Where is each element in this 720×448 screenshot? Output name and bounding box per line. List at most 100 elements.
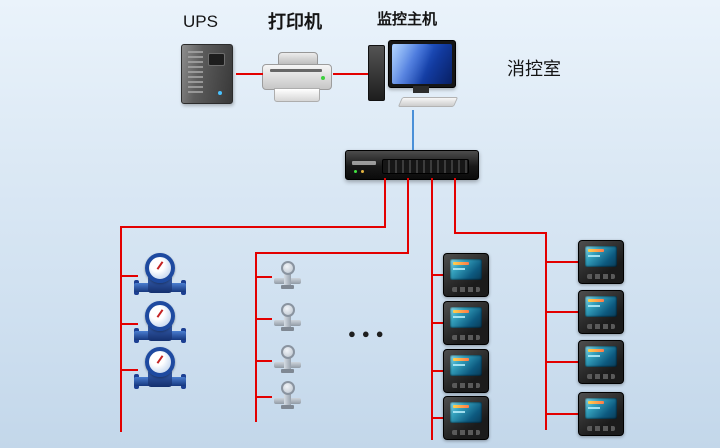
pm-buttons [587,374,615,379]
pc-tower [368,45,385,101]
ups-led [218,91,222,95]
sensor-foot [281,369,294,373]
pc-keyboard [397,97,459,107]
switch-ports [382,159,469,174]
pm-readout [588,255,600,257]
sensor-gauge [281,261,295,275]
sensor-gauge [281,381,295,395]
connection-line [431,274,443,276]
pc-screen [392,44,452,84]
pm-readout [588,407,600,409]
connection-line [255,318,272,320]
connection-line [431,178,433,440]
switch-led-green [354,170,357,173]
power-meter-icon [578,392,624,436]
sensor-body [284,356,291,369]
pm-readout [588,305,600,307]
power-meter-icon [578,240,624,284]
connection-line [120,226,386,228]
connection-line [120,275,138,277]
connection-line [545,232,547,430]
wm-dial [145,301,175,331]
connection-line [120,369,138,371]
connection-line [120,226,122,432]
power-meter-icon [443,253,489,297]
connection-line [236,73,263,75]
printer-device-icon [262,52,332,102]
power-meter-icon [578,290,624,334]
pm-readout [453,405,469,408]
printer-slot [270,69,322,72]
pm-buttons [587,274,615,279]
pm-screen [450,259,482,280]
printer-tray [274,88,320,102]
connection-line [384,178,386,227]
power-meter-icon [443,396,489,440]
pm-buttons [452,335,480,340]
power-meter-icon [443,301,489,345]
power-meter-icon [443,349,489,393]
printer-led [321,76,325,80]
pm-screen [450,402,482,423]
sensor-body [284,314,291,327]
pm-readout [453,262,469,265]
power-meter-icon [578,340,624,384]
connection-line [255,396,272,398]
control-room-label: 消控室 [507,59,561,79]
printer-label: 打印机 [268,12,322,32]
sensor-foot [281,327,294,331]
ups-panel [208,53,225,66]
pm-buttons [452,383,480,388]
pm-readout [588,349,604,352]
connection-line [120,323,138,325]
flow-sensor-icon [272,303,302,333]
wm-dial [145,347,175,377]
pm-buttons [587,324,615,329]
pm-readout [453,268,465,270]
wm-needle [156,355,164,364]
pm-screen [585,398,617,419]
sensor-foot [281,405,294,409]
flow-sensor-icon [272,345,302,375]
pm-readout [453,411,465,413]
pc-stand [413,86,429,93]
sensor-body [284,272,291,285]
pm-readout [453,316,465,318]
connection-line [255,276,272,278]
ups-vents [188,51,203,93]
flow-sensor-icon [272,381,302,411]
water-meter-icon [134,301,186,347]
connection-line [333,73,368,75]
pm-screen [450,355,482,376]
wm-dial [145,253,175,283]
connection-line [407,178,409,253]
pm-readout [588,355,600,357]
pm-readout [453,310,469,313]
connection-line [545,413,578,415]
pm-readout [453,364,465,366]
connection-line [545,361,578,363]
connection-line [454,178,456,233]
pm-readout [588,249,604,252]
pm-readout [453,358,469,361]
flow-sensor-icon [272,261,302,291]
switch-led-amber [361,170,364,173]
sensor-foot [281,285,294,289]
wm-needle [156,309,164,318]
sensor-gauge [281,345,295,359]
pm-buttons [452,430,480,435]
monitoring-host-icon [368,40,459,108]
connection-line [545,261,578,263]
pm-buttons [452,287,480,292]
connection-line [255,252,257,422]
pm-buttons [587,426,615,431]
connection-line [431,417,443,419]
ellipsis: ●●● [348,326,390,341]
ups-label: UPS [183,12,218,31]
pm-screen [450,307,482,328]
data-collector-switch-icon [345,150,479,180]
printer-body [262,64,332,90]
ups-device-icon [181,44,233,104]
pm-screen [585,296,617,317]
